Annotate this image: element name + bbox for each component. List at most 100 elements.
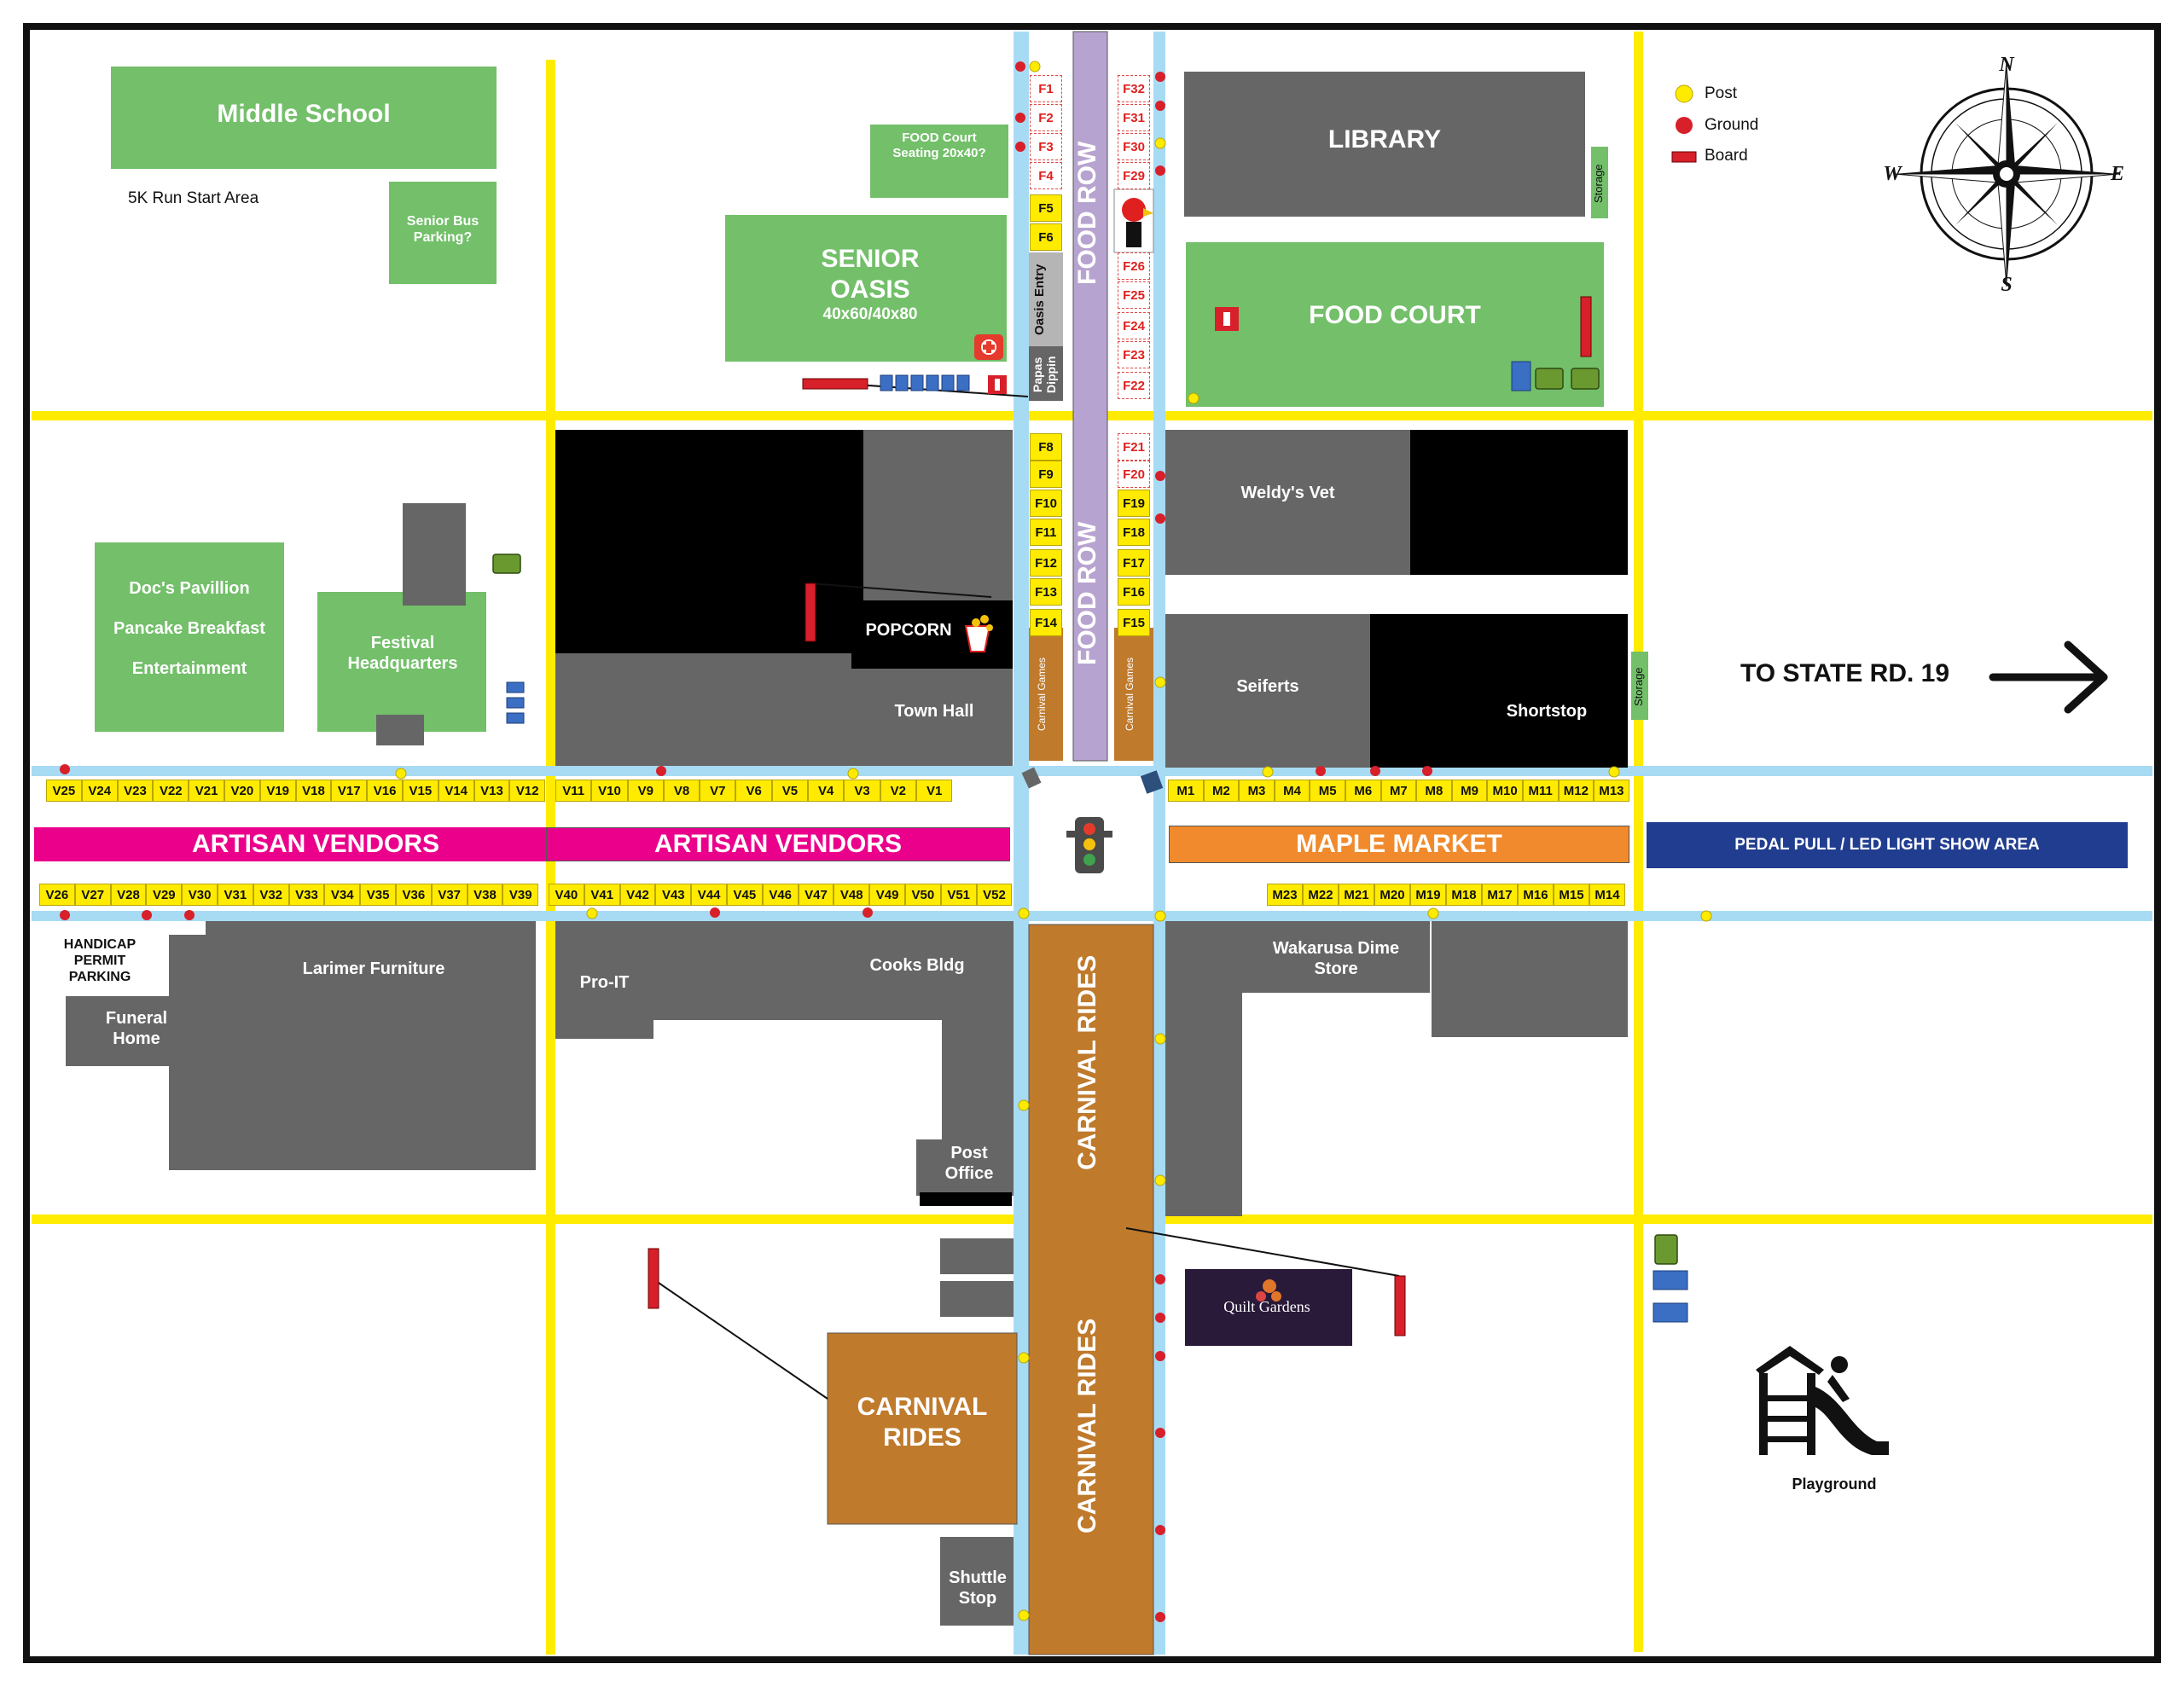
library-storage-block xyxy=(1591,147,1608,218)
line-carnival-block xyxy=(653,1278,828,1400)
vendor-stall-v17: V17 xyxy=(331,780,368,802)
pro-it-block xyxy=(555,921,653,1039)
vendor-stall-m1: M1 xyxy=(1168,780,1204,802)
food-stall-f31: F31 xyxy=(1118,104,1150,131)
vendor-stall-v48: V48 xyxy=(834,884,870,906)
vendor-stall-m20: M20 xyxy=(1374,884,1410,906)
pro-it-annex-1 xyxy=(653,921,713,1020)
vendor-stall-v21: V21 xyxy=(189,780,224,802)
dumpsters-icon xyxy=(492,368,1678,1265)
wakarusa-block xyxy=(1242,921,1430,993)
vendor-stall-m5: M5 xyxy=(1310,780,1345,802)
lot-b xyxy=(940,1281,1014,1317)
maple-market-banner: MAPLE MARKET xyxy=(1169,826,1629,863)
legend-symbols xyxy=(1671,84,1697,163)
shortstop-storage-block xyxy=(1631,652,1648,720)
senior-oasis-block xyxy=(725,215,1007,362)
lot-a xyxy=(940,1238,1014,1274)
traffic-light-icon xyxy=(1066,817,1112,873)
main-street-h-bottom xyxy=(32,911,2152,921)
seiferts-east-black xyxy=(1370,614,1628,768)
shortstop-label: Shortstop xyxy=(1506,702,1588,721)
wakarusa-east-2 xyxy=(1530,921,1628,1037)
vendor-stall-m7: M7 xyxy=(1380,780,1417,802)
popcorn-icon xyxy=(964,615,993,652)
weldys-east-black xyxy=(1410,430,1628,575)
post-office-label: Post Office xyxy=(944,1144,994,1183)
food-stall-f2: F2 xyxy=(1030,104,1062,131)
food-stall-f18: F18 xyxy=(1118,519,1150,546)
boards xyxy=(648,296,1592,1336)
vendor-stall-v2: V2 xyxy=(880,780,916,802)
compass-rose-icon xyxy=(1893,61,2120,287)
food-row-label-1: FOOD ROW xyxy=(1073,141,1101,286)
vendor-stall-m23: M23 xyxy=(1267,884,1303,906)
vendor-stall-v6: V6 xyxy=(735,780,772,802)
vendor-stall-v33: V33 xyxy=(288,884,325,906)
vendor-stall-m22: M22 xyxy=(1303,884,1339,906)
vendor-stall-v49: V49 xyxy=(869,884,905,906)
vendor-stall-v34: V34 xyxy=(324,884,361,906)
vendor-stall-m4: M4 xyxy=(1274,780,1310,802)
main-street-v-left xyxy=(1014,32,1029,1655)
vendor-stall-m12: M12 xyxy=(1558,780,1594,802)
food-stall-f30: F30 xyxy=(1118,133,1150,160)
food-stall-f26: F26 xyxy=(1118,252,1150,280)
food-court-seating-block xyxy=(870,125,1008,198)
main-streets xyxy=(32,32,2152,1655)
vendor-stall-v51: V51 xyxy=(940,884,977,906)
vendor-stall-v5: V5 xyxy=(771,780,809,802)
vendor-stall-m8: M8 xyxy=(1416,780,1452,802)
middle-school-label: Middle School xyxy=(217,100,391,128)
senior-oasis-size-label: 40x60/40x80 xyxy=(822,305,918,323)
food-stall-f25: F25 xyxy=(1118,281,1150,309)
food-stall-f13: F13 xyxy=(1030,578,1062,606)
wakarusa-side xyxy=(1165,921,1242,1216)
hq-base xyxy=(376,715,424,745)
vendor-stall-m11: M11 xyxy=(1522,780,1559,802)
vendor-stall-v32: V32 xyxy=(253,884,289,906)
vendor-stall-v20: V20 xyxy=(224,780,260,802)
compass-w: W xyxy=(1883,163,1902,185)
vendor-stall-v23: V23 xyxy=(117,780,154,802)
compass-s: S xyxy=(2001,274,2013,296)
vendor-stall-v13: V13 xyxy=(473,780,510,802)
vendor-stall-v25: V25 xyxy=(46,780,82,802)
larimer-label: Larimer Furniture xyxy=(302,959,445,978)
food-row-label-2: FOOD ROW xyxy=(1073,521,1101,666)
vendor-stall-v35: V35 xyxy=(360,884,396,906)
pro-it-label: Pro-IT xyxy=(579,973,630,992)
carnival-rides-block-label: CARNIVAL RIDES xyxy=(857,1393,988,1452)
weldys-vet-label: Weldy's Vet xyxy=(1240,484,1335,502)
vendor-stall-v8: V8 xyxy=(663,780,700,802)
town-hall-label: Town Hall xyxy=(894,702,974,721)
food-stall-f4: F4 xyxy=(1030,162,1062,189)
wakarusa-label: Wakarusa Dime Store xyxy=(1272,939,1400,978)
board-oasis xyxy=(802,378,868,390)
docs-pavillion-block xyxy=(95,542,284,732)
festival-hq-label: Festival Headquarters xyxy=(347,634,458,673)
vendor-stall-v22: V22 xyxy=(153,780,189,802)
food-stall-f9: F9 xyxy=(1030,461,1062,488)
vendor-stall-v1: V1 xyxy=(915,780,953,802)
vendor-stall-v44: V44 xyxy=(691,884,727,906)
cooks-bldg-block xyxy=(821,921,1014,1020)
vendor-stall-v31: V31 xyxy=(217,884,253,906)
artisan-banner-mid: ARTISAN VENDORS xyxy=(546,827,1010,861)
pancake-breakfast-label: Pancake Breakfast xyxy=(113,619,265,638)
seiferts-label: Seiferts xyxy=(1236,677,1299,696)
food-stall-f8: F8 xyxy=(1030,433,1062,461)
vendor-stall-v37: V37 xyxy=(431,884,468,906)
seiferts-block xyxy=(1165,614,1370,768)
vendor-stall-m18: M18 xyxy=(1446,884,1482,906)
post-office-block xyxy=(916,1139,1014,1196)
grounds xyxy=(60,61,1432,1622)
vendor-stall-m17: M17 xyxy=(1482,884,1518,906)
generator-icon xyxy=(1021,767,1164,794)
compass-n: N xyxy=(1999,54,2014,76)
popcorn-annex-3 xyxy=(863,541,1013,600)
food-stall-f29: F29 xyxy=(1118,162,1150,189)
